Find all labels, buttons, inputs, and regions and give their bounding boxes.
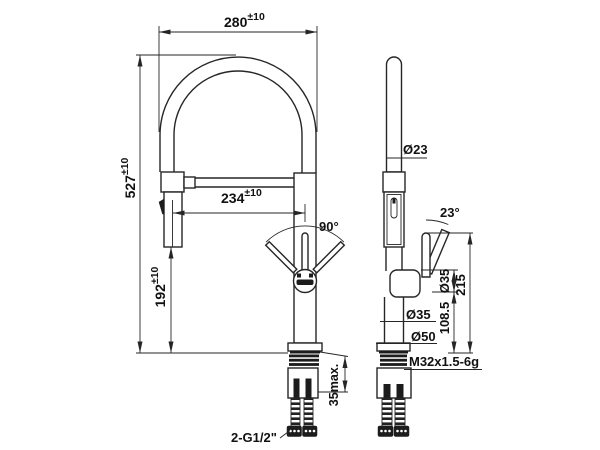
dimension-label: Ø35 bbox=[437, 269, 452, 294]
dimension-inlet-connection: 2-G1/2" bbox=[231, 430, 291, 445]
dimension-label: Ø23 bbox=[403, 142, 428, 157]
dimension-max-counter-thickness: 35max. bbox=[318, 351, 349, 406]
thread-ring bbox=[380, 363, 407, 366]
dimension-label: 234±10 bbox=[221, 187, 262, 206]
dimension-label: 23° bbox=[440, 205, 460, 220]
supply-hose bbox=[290, 397, 301, 427]
dimension-label: 192±10 bbox=[149, 266, 168, 307]
flange-seal-front bbox=[290, 350, 320, 354]
arc-outer-line bbox=[159, 56, 317, 173]
front-view bbox=[158, 56, 346, 437]
dimensions: 280±10 527±10 234±10 192±10 90° Ø23 bbox=[119, 11, 482, 445]
spray-head-connector bbox=[160, 171, 185, 193]
button-mark bbox=[392, 198, 396, 204]
spray-head-front bbox=[158, 171, 294, 248]
spray-face-window bbox=[386, 194, 402, 245]
extension-line bbox=[319, 351, 349, 357]
base-flange-side bbox=[376, 342, 411, 352]
connector-dot bbox=[297, 429, 300, 433]
dimension-label: 2-G1/2" bbox=[231, 430, 277, 445]
connector-dot bbox=[404, 429, 407, 433]
connector-dot bbox=[400, 429, 403, 433]
dimension-valve-center-height: 108.5 bbox=[437, 292, 457, 353]
dimension-spray-head-height: 192±10 bbox=[136, 247, 288, 354]
dimension-label: Ø35 bbox=[406, 307, 431, 322]
tilt-arc bbox=[425, 219, 449, 225]
dimension-label: 527±10 bbox=[119, 157, 138, 198]
connector-dot bbox=[304, 429, 308, 433]
pivot-detail-bar bbox=[296, 279, 314, 285]
dimension-overall-height: 527±10 bbox=[119, 54, 236, 353]
dimension-handle-top-height: 215 bbox=[424, 232, 473, 354]
supply-hose bbox=[381, 397, 393, 427]
spray-mode-button bbox=[390, 197, 398, 219]
supply-hose bbox=[303, 397, 314, 427]
leader-line bbox=[279, 430, 291, 439]
dimension-label: 35max. bbox=[327, 364, 341, 406]
mounting-slot bbox=[305, 378, 312, 398]
handle-position-right bbox=[312, 240, 346, 274]
dimension-label: M32x1.5-6g bbox=[409, 354, 479, 369]
connector-dot bbox=[396, 429, 399, 433]
spray-trigger bbox=[158, 198, 165, 215]
handle-swivel-range bbox=[264, 225, 346, 294]
connector-side bbox=[382, 171, 406, 193]
handle-vertical-front bbox=[301, 232, 309, 272]
spout-arc bbox=[159, 56, 317, 173]
spray-head-adapter bbox=[183, 176, 196, 189]
thread-ring bbox=[380, 354, 407, 358]
side-view bbox=[376, 56, 451, 437]
handle-position-left bbox=[264, 240, 298, 274]
mounting-block-front bbox=[287, 367, 319, 399]
thread-ring bbox=[289, 363, 319, 366]
base-side bbox=[376, 342, 412, 437]
riser-tube-side bbox=[385, 56, 403, 173]
base-front bbox=[286, 342, 323, 437]
supply-hose bbox=[394, 397, 406, 427]
dimension-thread-spec: M32x1.5-6g bbox=[404, 354, 482, 370]
connector-dot bbox=[308, 429, 312, 433]
dimension-top-width: 280±10 bbox=[158, 11, 318, 132]
connector-dot bbox=[384, 429, 387, 433]
dimension-label: 280±10 bbox=[224, 11, 265, 30]
pivot-detail-left bbox=[297, 273, 301, 278]
spray-head-side bbox=[383, 191, 405, 248]
mounting-slot bbox=[383, 384, 391, 398]
valve-body-side bbox=[389, 269, 421, 298]
connector-dot bbox=[293, 429, 296, 433]
connector-dot bbox=[380, 429, 383, 433]
base-flange-front bbox=[287, 342, 323, 352]
arc-inner-line bbox=[173, 70, 303, 173]
connector-dot bbox=[312, 429, 316, 433]
dimension-hose-diameter: Ø23 bbox=[387, 142, 428, 159]
mounting-slot bbox=[293, 378, 300, 398]
dimension-label: 108.5 bbox=[437, 302, 452, 335]
dimension-label: Ø50 bbox=[411, 329, 436, 344]
dimension-base-diameter: Ø50 bbox=[376, 329, 437, 344]
mounting-slot bbox=[396, 384, 404, 398]
dimension-label: 215 bbox=[453, 274, 468, 296]
swivel-arc bbox=[265, 225, 345, 243]
mounting-block-side bbox=[376, 367, 412, 399]
swivel-angle-label: 90° bbox=[319, 219, 339, 234]
connector-dot bbox=[388, 429, 391, 433]
dimension-handle-tilt: 23° bbox=[425, 205, 460, 225]
pivot-detail-right bbox=[309, 273, 313, 278]
dimension-shaft-diameter: Ø35 bbox=[380, 307, 436, 322]
thread-ring bbox=[380, 358, 407, 362]
thread-ring bbox=[289, 354, 319, 358]
dimension-spout-reach: 234±10 bbox=[173, 187, 306, 222]
flange-seal-side bbox=[379, 350, 408, 354]
thread-ring bbox=[289, 358, 319, 362]
spray-head-body bbox=[163, 191, 183, 248]
